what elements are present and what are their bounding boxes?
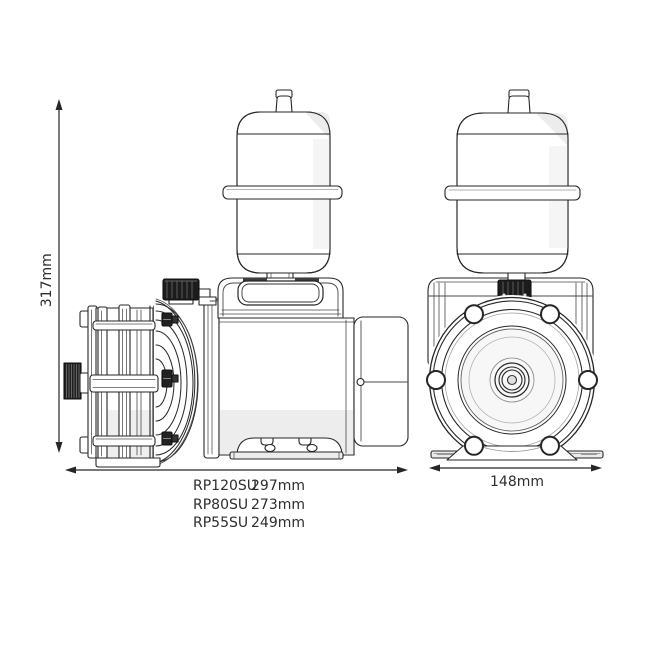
- electrical-box: [353, 316, 409, 447]
- front-width-dimension-label: 148mm: [490, 474, 544, 490]
- motor-top-cover: [217, 277, 344, 319]
- vessel-band-side: [222, 185, 343, 200]
- model-length: 297mm: [251, 478, 305, 494]
- shaft-center-rings: [489, 357, 535, 403]
- motor-body-side: [218, 317, 355, 456]
- vessel-band-front: [444, 185, 581, 201]
- front-width-dimension-arrow: [429, 464, 602, 472]
- accumulator-vessel-side: [222, 89, 343, 274]
- threaded-inlet: [63, 362, 82, 400]
- side-view-drawing: [55, 89, 409, 474]
- model-name: RP120SU: [193, 478, 258, 494]
- length-dimension-arrow: [65, 466, 408, 474]
- mounting-base-front: [430, 435, 604, 461]
- model-length: 273mm: [251, 496, 305, 513]
- model-length: 249mm: [251, 515, 305, 531]
- mounting-foot-side: [229, 437, 344, 460]
- face-bolt-bottom-left: [464, 435, 484, 456]
- model-name: RP80SU: [193, 496, 249, 513]
- face-bolts: [426, 304, 598, 390]
- casing-bolts: [161, 312, 179, 446]
- height-dimension-arrow: [55, 99, 63, 453]
- clamp-ring: [203, 298, 220, 459]
- pump-head-side: [63, 298, 199, 468]
- vessel-fitting-side: [162, 278, 219, 306]
- label-plate-recess: [237, 280, 324, 306]
- pump-head-skirt: [95, 457, 161, 468]
- model-name: RP55SU: [193, 515, 249, 531]
- face-bolt-bottom-right: [540, 435, 560, 456]
- length-dimension-row: RP120SU297mm: [193, 477, 305, 496]
- base-plate-side: [229, 451, 344, 460]
- accumulator-vessel-front: [444, 89, 581, 274]
- front-view-drawing: [426, 89, 604, 472]
- height-dimension-label: 317mm: [38, 253, 55, 308]
- electrical-box-screw: [356, 377, 365, 387]
- pump-face-circle: [426, 295, 598, 465]
